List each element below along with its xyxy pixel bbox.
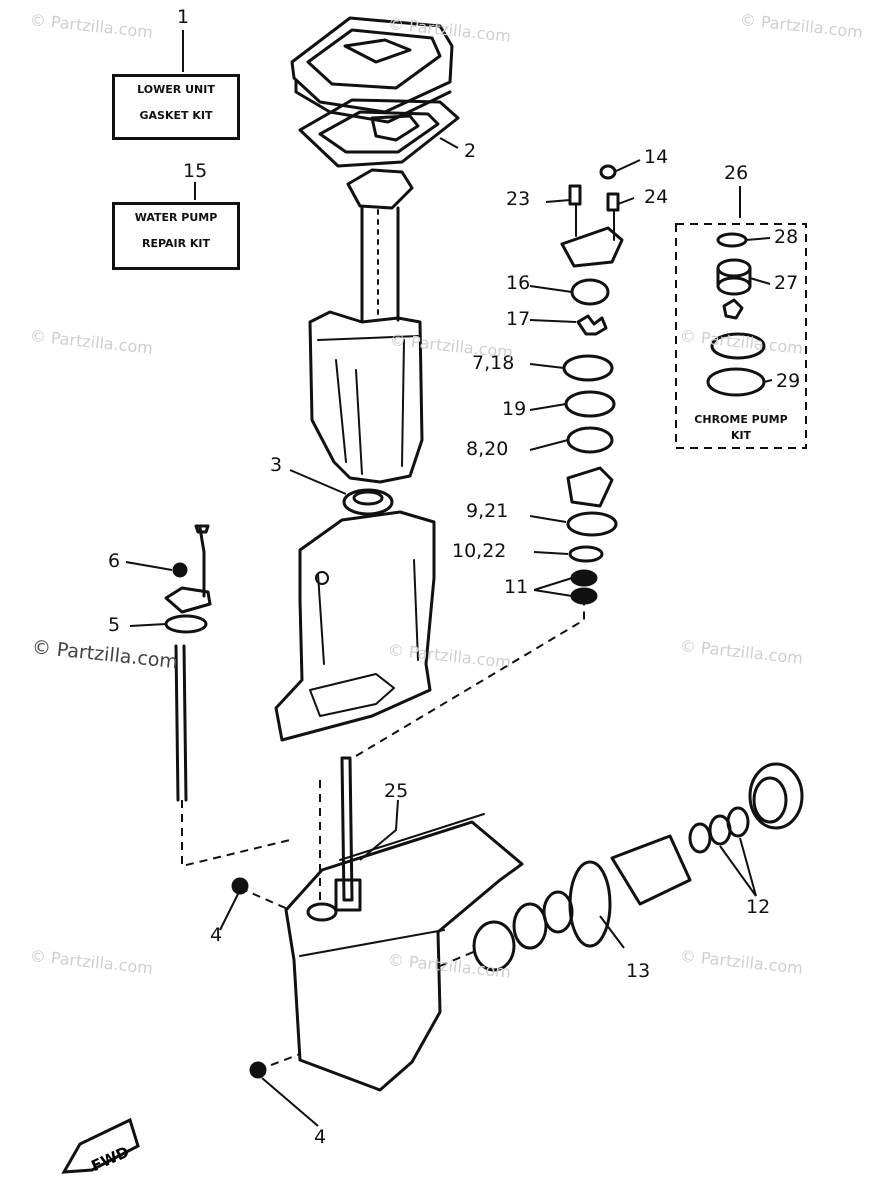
- callout-3: 3: [270, 454, 283, 476]
- exhaust-tube: [346, 168, 414, 322]
- callout-7-18: 7,18: [472, 352, 515, 374]
- chrome-kit-line2: KIT: [730, 429, 752, 442]
- alignment-lines: [181, 223, 807, 1071]
- callout-28: 28: [774, 226, 799, 248]
- drive-shaft: [334, 756, 362, 912]
- callout-24: 24: [644, 186, 669, 208]
- fwd-arrow: FWD: [61, 1117, 140, 1175]
- callout-9-21: 9,21: [466, 500, 509, 522]
- pump-gasket-7-18: [562, 354, 614, 382]
- callout-13: 13: [626, 960, 651, 982]
- fwd-label: FWD: [89, 1143, 132, 1175]
- callout-15: 15: [183, 160, 208, 182]
- seal-11-a: [570, 569, 598, 587]
- exhaust-housing: [274, 510, 436, 742]
- lower-unit-gasket-kit-box: LOWER UNIT GASKET KIT: [112, 74, 240, 140]
- callout-27: 27: [774, 272, 799, 294]
- chrome-kit-line1: CHROME PUMP: [694, 413, 788, 426]
- prop-shaft-components: [472, 762, 804, 972]
- callout-10-22: 10,22: [452, 540, 507, 562]
- pump-gasket-9-21: [566, 511, 618, 537]
- leader-lines: [125, 30, 773, 1127]
- callout-4-lower: 4: [314, 1126, 327, 1148]
- callout-4-upper: 4: [210, 924, 223, 946]
- water-pump-repair-kit-box: WATER PUMP REPAIR KIT: [112, 202, 240, 270]
- callout-6: 6: [108, 550, 121, 572]
- callout-2: 2: [464, 140, 477, 162]
- callout-19: 19: [502, 398, 527, 420]
- callout-14: 14: [644, 146, 669, 168]
- callout-29: 29: [776, 370, 801, 392]
- callout-26: 26: [724, 162, 749, 184]
- upper-casing: [308, 310, 424, 484]
- seal-11-b: [570, 587, 598, 605]
- water-pump-kit-line1: WATER PUMP: [134, 211, 218, 224]
- callout-12: 12: [746, 896, 771, 918]
- callout-1: 1: [177, 6, 190, 28]
- callout-25: 25: [384, 780, 409, 802]
- impeller: [576, 314, 608, 336]
- callout-5: 5: [108, 614, 121, 636]
- pump-insert: [570, 278, 610, 306]
- water-pump-kit-line2: REPAIR KIT: [141, 237, 211, 250]
- callout-8-20: 8,20: [466, 438, 509, 460]
- chrome-pump-parts: [706, 232, 766, 397]
- pump-body: [566, 466, 614, 508]
- pump-plate-8-20: [566, 426, 614, 454]
- shift-rod-assembly: [164, 524, 212, 802]
- lower-unit-kit-line1: LOWER UNIT: [137, 83, 215, 96]
- upper-gasket: [298, 98, 460, 168]
- pump-plate-19: [564, 390, 616, 418]
- oring-13: [568, 860, 612, 948]
- grommet-3: [342, 488, 394, 516]
- callout-23: 23: [506, 188, 531, 210]
- gear-case: [284, 813, 524, 1092]
- chrome-pump-kit-label: CHROME PUMP KIT: [680, 412, 802, 444]
- water-pump-housing: [560, 164, 624, 268]
- callout-11: 11: [504, 576, 529, 598]
- callout-17: 17: [506, 308, 531, 330]
- lower-unit-kit-line2: GASKET KIT: [139, 109, 213, 122]
- callout-16: 16: [506, 272, 531, 294]
- oring-10-22: [568, 545, 604, 563]
